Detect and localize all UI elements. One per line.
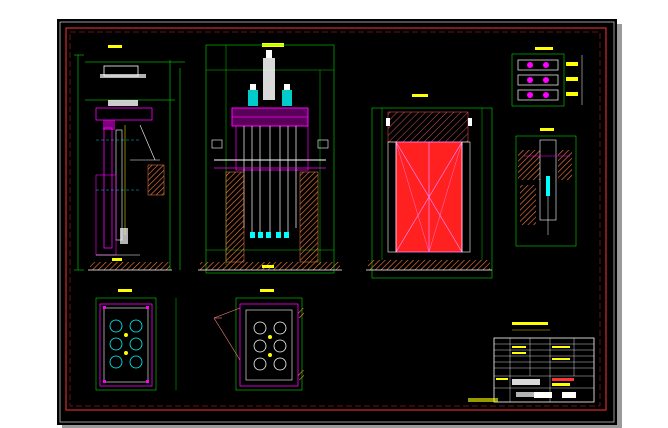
outer-frame [59, 21, 615, 423]
view-detail-stack [511, 47, 583, 107]
view7-title-marker [260, 289, 274, 292]
view-side-elevation [74, 45, 185, 271]
view-plan-middle [213, 289, 304, 391]
notes-area [512, 322, 550, 331]
view-plan-left [95, 289, 177, 391]
view1-title-marker [108, 45, 122, 48]
notes-title-marker [512, 322, 548, 325]
view6-title-marker [118, 289, 132, 292]
inner-frame [65, 27, 607, 411]
view3-title-marker [412, 94, 428, 97]
view5-title-marker [540, 128, 554, 131]
view-front-elevation [198, 43, 342, 274]
title-block [468, 337, 595, 403]
border-zone-line [69, 31, 601, 407]
view4-title-marker [535, 47, 553, 50]
view-door-elevation [366, 94, 493, 279]
view-small-section [515, 128, 577, 247]
